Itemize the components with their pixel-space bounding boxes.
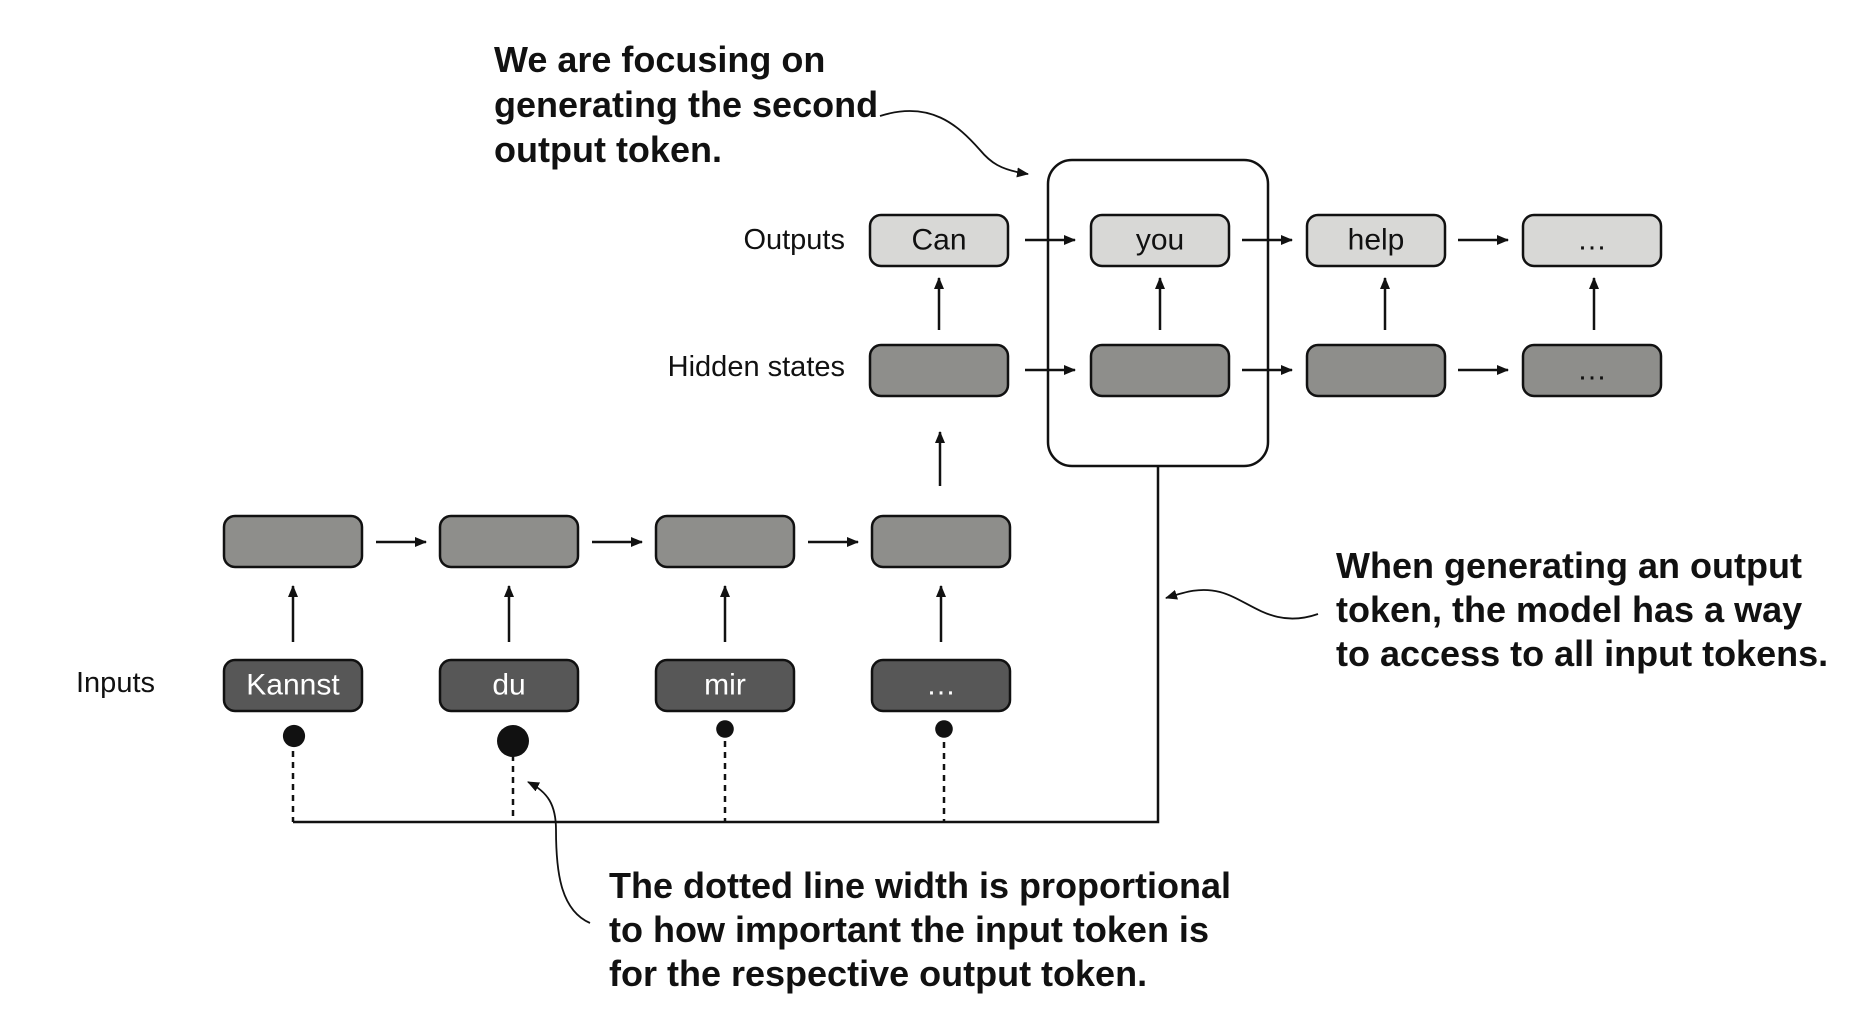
dotted-annotation-line-1: The dotted line width is proportional bbox=[609, 865, 1231, 906]
decoder-hidden-state-4 bbox=[1521, 343, 1663, 398]
input-token-box-1 bbox=[222, 658, 364, 713]
output-token-box-4 bbox=[1521, 213, 1663, 268]
encoder-hidden-state-2 bbox=[438, 514, 580, 569]
attention-weight-dot-2 bbox=[497, 725, 529, 757]
focus-annotation-line-1: We are focusing on bbox=[494, 39, 825, 80]
access-annotation-line-1: When generating an output bbox=[1336, 545, 1802, 586]
input-token-box-3 bbox=[654, 658, 796, 713]
access-annotation-line-3: to access to all input tokens. bbox=[1336, 633, 1828, 674]
encoder-hidden-state-4 bbox=[870, 514, 1012, 569]
access-annotation-line-2: token, the model has a way bbox=[1336, 589, 1802, 630]
output-token-box-3 bbox=[1305, 213, 1447, 268]
attention-weight-dot-3 bbox=[716, 720, 734, 738]
focus-annotation-line-2: generating the second bbox=[494, 84, 878, 125]
encoder-hidden-states bbox=[222, 514, 1012, 569]
output-token-4: … bbox=[1577, 224, 1607, 257]
hidden-states-row-label: Hidden states bbox=[668, 351, 845, 383]
output-token-box-2 bbox=[1089, 213, 1231, 268]
output-token-box-1 bbox=[868, 213, 1010, 268]
encoder-hidden-state-3 bbox=[654, 514, 796, 569]
output-token-1: Can bbox=[911, 224, 966, 257]
input-token-box-4 bbox=[870, 658, 1012, 713]
output-tokens: Can you help … bbox=[868, 213, 1663, 268]
encoder-hidden-state-1 bbox=[222, 514, 364, 569]
attention-bus-line bbox=[293, 466, 1160, 824]
decoder-hidden-state-3 bbox=[1305, 343, 1447, 398]
input-token-3: mir bbox=[704, 669, 746, 702]
access-annotation: When generating an output token, the mod… bbox=[1165, 545, 1828, 674]
attention-weight-dot-4 bbox=[935, 720, 953, 738]
dotted-annotation-line-2: to how important the input token is bbox=[609, 909, 1209, 950]
focus-pointer-curve bbox=[879, 110, 1029, 178]
focus-highlight-box bbox=[1046, 158, 1270, 468]
inputs-row-label: Inputs bbox=[76, 667, 155, 699]
input-token-1: Kannst bbox=[246, 669, 340, 702]
decoder-hidden-state-2 bbox=[1089, 343, 1231, 398]
dotted-annotation: The dotted line width is proportional to… bbox=[527, 781, 1231, 994]
dotted-annotation-line-3: for the respective output token. bbox=[609, 953, 1147, 994]
decoder-hidden-state-1 bbox=[868, 343, 1010, 398]
output-token-3: help bbox=[1348, 224, 1405, 257]
dotted-pointer-curve bbox=[527, 781, 591, 924]
input-tokens: Kannst du mir … bbox=[222, 658, 1012, 713]
attention-connections bbox=[282, 466, 1160, 824]
focus-annotation: We are focusing on generating the second… bbox=[494, 39, 1029, 178]
focus-annotation-line-3: output token. bbox=[494, 129, 722, 170]
decoder-hidden-states: … bbox=[868, 343, 1663, 398]
access-pointer-curve bbox=[1165, 589, 1319, 620]
input-token-4: … bbox=[926, 669, 956, 702]
decoder-hidden-state-label-4: … bbox=[1577, 354, 1607, 387]
output-token-2: you bbox=[1136, 224, 1184, 257]
attention-weight-dot-1 bbox=[282, 724, 306, 748]
input-token-box-2 bbox=[438, 658, 580, 713]
input-token-2: du bbox=[492, 669, 525, 702]
outputs-row-label: Outputs bbox=[743, 224, 845, 256]
